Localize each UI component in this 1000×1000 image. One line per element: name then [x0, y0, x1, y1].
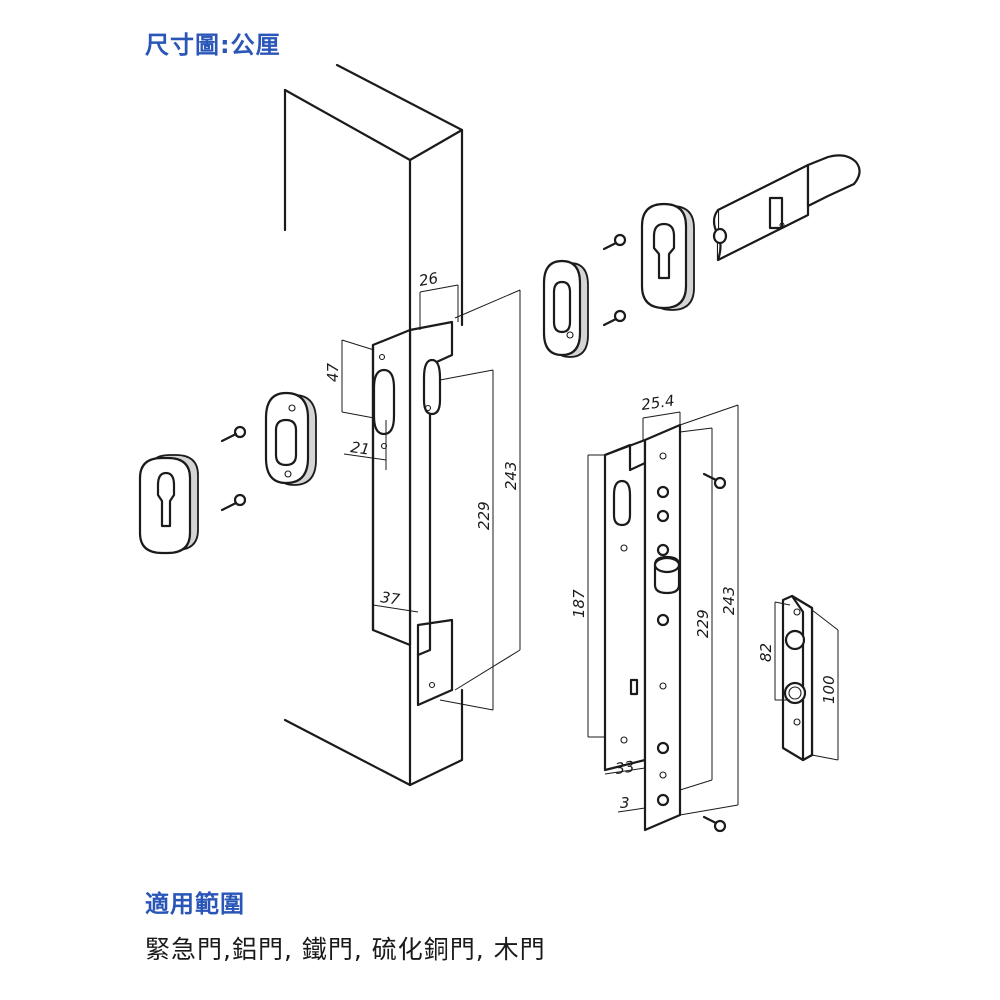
screw-icon [220, 493, 247, 512]
escutcheon-rose-outer [138, 454, 199, 555]
dim-label-3: 3 [620, 794, 630, 812]
screw-icon [220, 425, 247, 443]
escutcheon-rose-inner [264, 391, 317, 486]
dim-label-33: 33 [614, 757, 635, 777]
screw-icon [702, 472, 727, 490]
dim-label-25-4: 25.4 [640, 391, 676, 413]
dim-label-187: 187 [570, 589, 588, 618]
escutcheon-rose-right-front [542, 259, 589, 358]
dim-label-37: 37 [379, 588, 401, 609]
door-dimension-lines [341, 284, 521, 711]
lock-dimension-lines [587, 404, 739, 816]
dim-label-82: 82 [757, 643, 775, 662]
lock-cylinder [712, 154, 861, 262]
applicability-heading: 適用範圍 [145, 890, 245, 918]
screw-icon [602, 233, 627, 251]
dim-label-229-lock: 229 [694, 609, 712, 638]
page-title: 尺寸圖:公厘 [145, 31, 281, 59]
dim-label-21: 21 [349, 438, 370, 458]
lock-body [603, 423, 682, 832]
keeper-dimension-lines [774, 601, 839, 761]
dim-label-100: 100 [820, 675, 838, 704]
dim-label-26: 26 [418, 269, 440, 290]
door-leaf [283, 63, 464, 787]
dim-label-47: 47 [324, 362, 342, 382]
dim-label-243-door: 243 [502, 461, 520, 490]
dim-label-243-lock: 243 [720, 586, 738, 615]
applicability-door-types: 緊急門,鋁門, 鐵門, 硫化銅門, 木門 [145, 935, 546, 964]
keeper-plate [781, 594, 814, 762]
escutcheon-rose-right-back [640, 202, 695, 311]
dim-label-229-door: 229 [475, 501, 493, 530]
screw-icon [602, 309, 627, 327]
screw-icon [702, 815, 727, 833]
